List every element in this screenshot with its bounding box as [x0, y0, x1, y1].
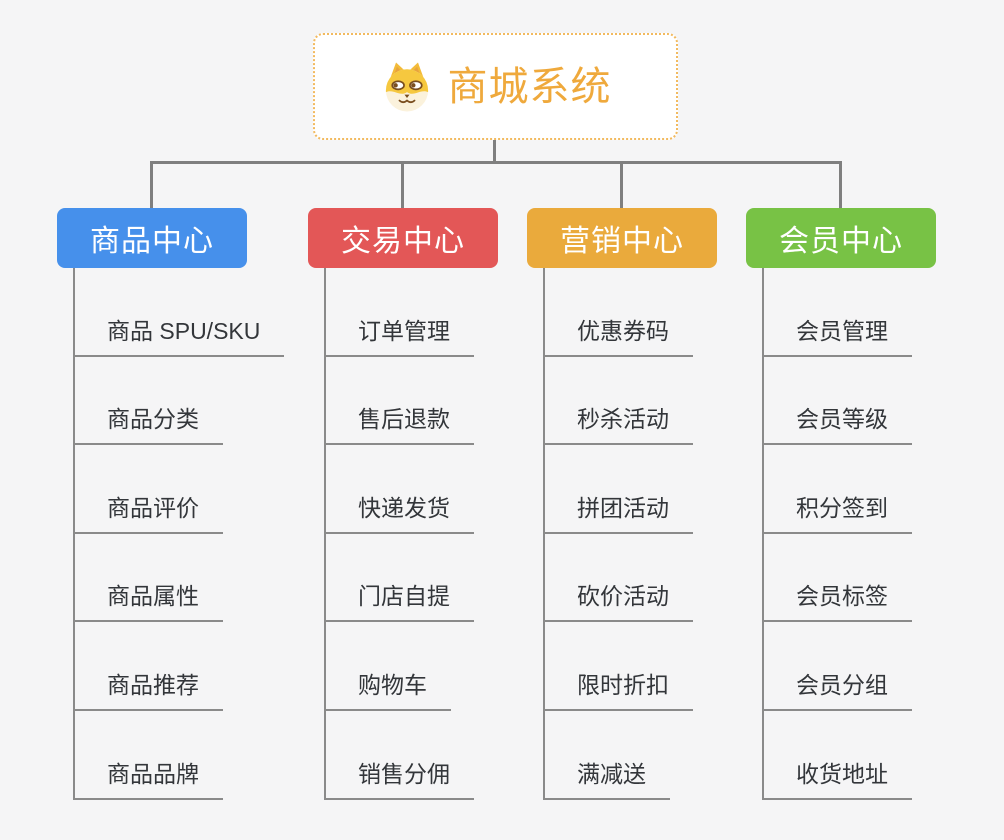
branch-node-marketing-center[interactable]: 营销中心: [527, 208, 717, 268]
branch-product-center: 商品中心 商品 SPU/SKU 商品分类 商品评价 商品属性 商品推荐 商品品牌: [57, 0, 317, 840]
branch-drop-line: [150, 161, 153, 209]
topic-item[interactable]: 积分签到: [762, 445, 912, 534]
branch-item-list: 订单管理 售后退款 快递发货 门店自提 购物车 销售分佣: [324, 268, 474, 800]
topic-item[interactable]: 满减送: [543, 711, 670, 800]
branch-item-list: 会员管理 会员等级 积分签到 会员标签 会员分组 收货地址: [762, 268, 912, 800]
branch-item-list: 商品 SPU/SKU 商品分类 商品评价 商品属性 商品推荐 商品品牌: [73, 268, 285, 800]
branch-trunk-line: [73, 268, 75, 800]
branch-label: 会员中心: [779, 225, 903, 258]
topic-item[interactable]: 会员分组: [762, 622, 912, 711]
topic-item[interactable]: 会员管理: [762, 268, 912, 357]
topic-item[interactable]: 商品 SPU/SKU: [73, 268, 285, 357]
topic-item[interactable]: 商品评价: [73, 445, 223, 534]
branch-trunk-line: [543, 268, 545, 800]
topic-item[interactable]: 商品分类: [73, 357, 223, 446]
root-title: 商城系统: [447, 64, 612, 109]
topic-item[interactable]: 快递发货: [324, 445, 474, 534]
branch-drop-line: [620, 161, 623, 209]
topic-item[interactable]: 商品品牌: [73, 711, 223, 800]
topic-item[interactable]: 商品推荐: [73, 622, 223, 711]
branch-node-product-center[interactable]: 商品中心: [57, 208, 247, 268]
branch-node-member-center[interactable]: 会员中心: [746, 208, 936, 268]
branch-trade-center: 交易中心 订单管理 售后退款 快递发货 门店自提 购物车 销售分佣: [308, 0, 568, 840]
topic-item[interactable]: 会员等级: [762, 357, 912, 446]
dog-face-icon: [385, 62, 428, 111]
branch-node-trade-center[interactable]: 交易中心: [308, 208, 498, 268]
branch-drop-line: [839, 161, 842, 209]
topic-item[interactable]: 订单管理: [324, 268, 474, 357]
topic-item[interactable]: 优惠券码: [543, 268, 693, 357]
topic-item[interactable]: 门店自提: [324, 534, 474, 623]
branch-drop-line: [401, 161, 404, 209]
topic-item[interactable]: 销售分佣: [324, 711, 474, 800]
branch-label: 商品中心: [90, 225, 214, 258]
branch-trunk-line: [762, 268, 764, 800]
topic-item[interactable]: 购物车: [324, 622, 451, 711]
topic-item[interactable]: 砍价活动: [543, 534, 693, 623]
topic-item[interactable]: 秒杀活动: [543, 357, 693, 446]
branch-label: 营销中心: [560, 225, 684, 258]
topic-item[interactable]: 售后退款: [324, 357, 474, 446]
branch-member-center: 会员中心 会员管理 会员等级 积分签到 会员标签 会员分组 收货地址: [746, 0, 1004, 840]
root-node[interactable]: 商城系统: [313, 33, 678, 140]
branch-bus-line: [150, 161, 842, 164]
branch-marketing-center: 营销中心 优惠券码 秒杀活动 拼团活动 砍价活动 限时折扣 满减送: [527, 0, 787, 840]
topic-item[interactable]: 限时折扣: [543, 622, 693, 711]
topic-item[interactable]: 商品属性: [73, 534, 223, 623]
branch-item-list: 优惠券码 秒杀活动 拼团活动 砍价活动 限时折扣 满减送: [543, 268, 693, 800]
branch-trunk-line: [324, 268, 326, 800]
root-connector-stub: [493, 139, 496, 163]
topic-item[interactable]: 收货地址: [762, 711, 912, 800]
branch-label: 交易中心: [341, 225, 465, 258]
topic-item[interactable]: 拼团活动: [543, 445, 693, 534]
topic-item[interactable]: 会员标签: [762, 534, 912, 623]
